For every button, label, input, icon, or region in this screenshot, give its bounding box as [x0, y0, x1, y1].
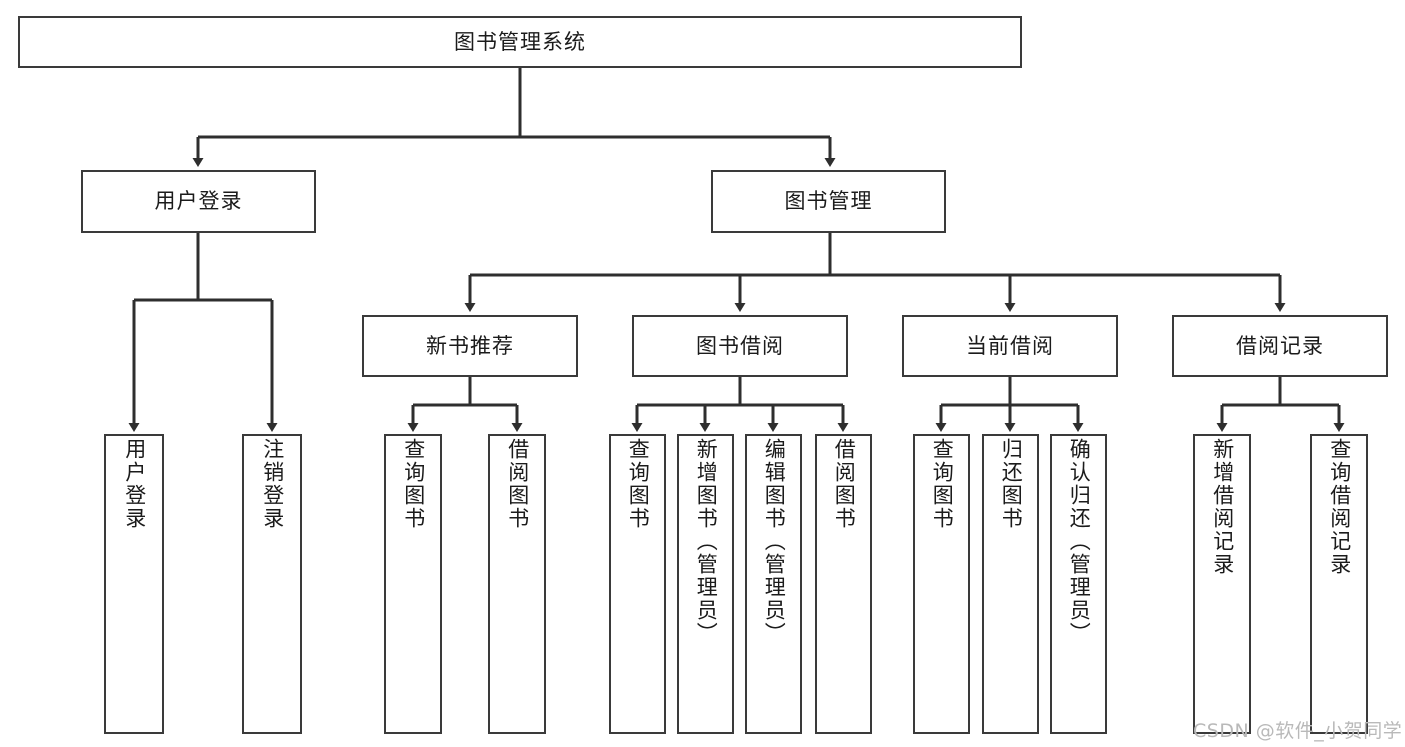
- node-label: 图书管理: [784, 189, 873, 213]
- node-label: 新增图书（管理员）: [694, 438, 719, 645]
- node-label: 归还图书: [999, 438, 1024, 530]
- node-label: 图书管理系统: [454, 29, 586, 54]
- node-new-book-recommend[interactable]: 新书推荐: [362, 315, 578, 377]
- leaf-new-book-query-book[interactable]: 查询图书: [384, 434, 442, 734]
- node-book-borrow[interactable]: 图书借阅: [632, 315, 848, 377]
- leaf-current-borrow-return-book[interactable]: 归还图书: [982, 434, 1039, 734]
- node-root-book-management-system[interactable]: 图书管理系统: [18, 16, 1022, 68]
- leaf-borrow-record-query-record[interactable]: 查询借阅记录: [1310, 434, 1368, 734]
- leaf-book-borrow-edit-book-admin[interactable]: 编辑图书（管理员）: [745, 434, 802, 734]
- node-label: 新书推荐: [426, 333, 514, 358]
- node-label: 编辑图书（管理员）: [762, 438, 787, 645]
- leaf-borrow-record-add-record[interactable]: 新增借阅记录: [1193, 434, 1251, 734]
- node-label: 查询图书: [401, 438, 426, 530]
- node-label: 借阅记录: [1236, 333, 1324, 358]
- node-label: 借阅图书: [832, 438, 857, 530]
- leaf-user-login-logout[interactable]: 注销登录: [242, 434, 302, 734]
- node-label: 用户登录: [122, 438, 147, 530]
- leaf-book-borrow-add-book-admin[interactable]: 新增图书（管理员）: [677, 434, 734, 734]
- leaf-current-borrow-query-book[interactable]: 查询图书: [913, 434, 970, 734]
- node-book-management[interactable]: 图书管理: [711, 170, 946, 233]
- csdn-watermark: CSDN @软件_小贺同学: [1193, 720, 1403, 742]
- leaf-current-borrow-confirm-return-admin[interactable]: 确认归还（管理员）: [1050, 434, 1107, 734]
- leaf-new-book-borrow-book[interactable]: 借阅图书: [488, 434, 546, 734]
- node-label: 查询图书: [626, 438, 651, 530]
- node-label: 查询图书: [930, 438, 955, 530]
- node-borrow-record[interactable]: 借阅记录: [1172, 315, 1388, 377]
- node-label: 图书借阅: [696, 333, 784, 358]
- leaf-book-borrow-query-book[interactable]: 查询图书: [609, 434, 666, 734]
- node-label: 注销登录: [260, 438, 285, 530]
- node-user-login[interactable]: 用户登录: [81, 170, 316, 233]
- node-label: 查询借阅记录: [1327, 438, 1352, 576]
- node-label: 当前借阅: [966, 333, 1054, 358]
- leaf-user-login-login[interactable]: 用户登录: [104, 434, 164, 734]
- node-label: 确认归还（管理员）: [1067, 438, 1092, 645]
- node-label: 用户登录: [154, 189, 243, 213]
- node-label: 借阅图书: [505, 438, 530, 530]
- node-current-borrow[interactable]: 当前借阅: [902, 315, 1118, 377]
- leaf-book-borrow-borrow-book[interactable]: 借阅图书: [815, 434, 872, 734]
- node-label: 新增借阅记录: [1210, 438, 1235, 576]
